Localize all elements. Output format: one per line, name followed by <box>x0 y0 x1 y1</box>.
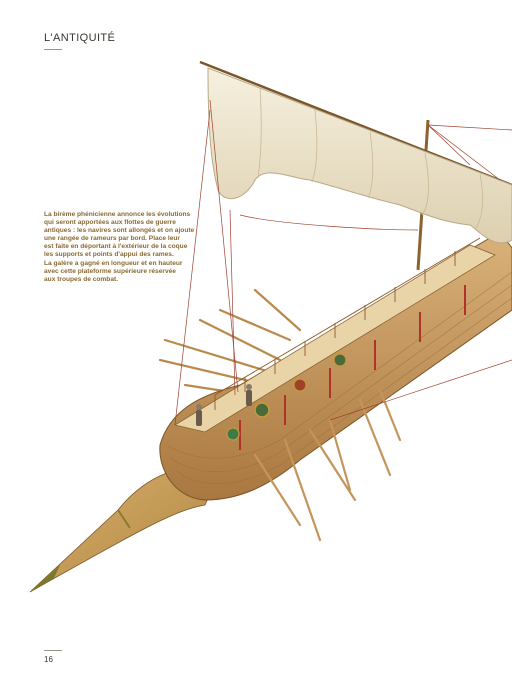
caption-line: La galère a gagné en longueur et en haut… <box>44 259 183 267</box>
gallery-posts <box>239 285 466 450</box>
caption-line: est faite en déportant à l'extérieur de … <box>44 243 188 251</box>
warriors <box>196 384 252 426</box>
caption-line: avec cette plateforme supérieure réservé… <box>44 267 176 275</box>
illustration-caption: La birème phénicienne annonce les évolut… <box>44 211 204 284</box>
caption-line: qui seront apportées aux flottes de guer… <box>44 219 176 227</box>
page-number: 16 <box>44 655 53 664</box>
section-title-rule <box>44 49 62 50</box>
ram <box>29 466 221 593</box>
section-title: L'ANTIQUITÉ <box>44 32 116 44</box>
deck-railing <box>214 237 481 410</box>
caption-line: une rangée de rameurs par bord. Place le… <box>44 235 180 243</box>
hull <box>159 231 512 501</box>
caption-line: antiques : les navires sont allongés et … <box>44 227 195 235</box>
caption-line: aux troupes de combat. <box>44 275 119 283</box>
rigging <box>174 99 512 426</box>
caption-line: La birème phénicienne annonce les évolut… <box>44 211 191 218</box>
page-number-rule <box>44 650 62 651</box>
upper-deck <box>173 244 496 433</box>
sail-seams <box>257 87 484 229</box>
shields <box>226 353 347 441</box>
oars-lower <box>253 388 402 542</box>
sail <box>207 67 512 244</box>
caption-line: les supports et points d'appui des rames… <box>44 251 174 259</box>
